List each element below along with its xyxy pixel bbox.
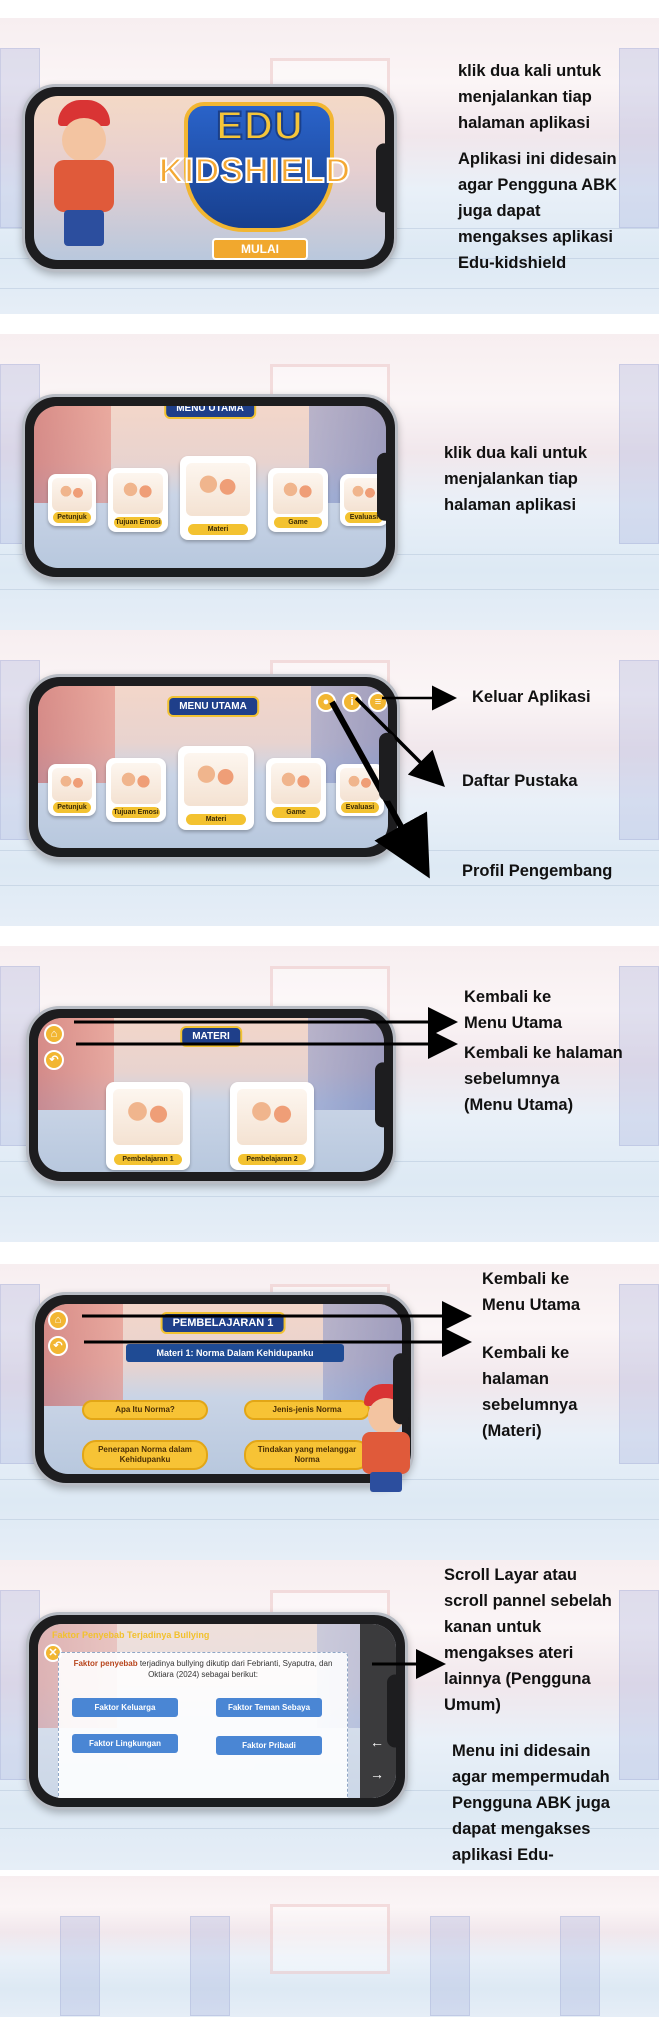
instruction-note: klik dua kali untuk menjalankan tiap hal…: [444, 444, 588, 514]
forward-arrow-icon[interactable]: →: [370, 1766, 384, 1782]
menu-screen: MENU UTAMA Petunjuk Tujuan Emosi Materi …: [34, 406, 386, 568]
phone-frame: ⌂ ↶ MATERI Pembelajaran 1 Pembelajaran 2: [26, 1006, 396, 1184]
button-jenis-norma[interactable]: Jenis-jenis Norma: [244, 1400, 370, 1420]
instruction-note: klik dua kali untuk menjalankan tiap hal…: [458, 62, 602, 132]
home-button[interactable]: ⌂: [44, 1024, 64, 1044]
card-tujuan-emosi[interactable]: Tujuan Emosi: [108, 468, 168, 532]
card-evaluasi[interactable]: Evaluasi: [336, 764, 384, 816]
label-home: Kembali ke Menu Utama: [482, 1270, 581, 1314]
faktor-header: Faktor Penyebab Terjadinya Bullying: [52, 1630, 210, 1640]
card-pembelajaran-2[interactable]: Pembelajaran 2: [230, 1082, 314, 1170]
label-bibliography: Daftar Pustaka: [462, 772, 578, 790]
hallway-background: [0, 1876, 659, 2017]
faktor-intro: Faktor penyebab terjadinya bullying diku…: [73, 1659, 333, 1679]
button-penerapan-norma[interactable]: Penerapan Norma dalam Kehidupanku: [82, 1440, 208, 1470]
label-back: Kembali ke halaman sebelumnya (Materi): [482, 1344, 578, 1440]
card-petunjuk[interactable]: Petunjuk: [48, 474, 96, 526]
panel-bottom-background: [0, 1876, 659, 2017]
card-petunjuk[interactable]: Petunjuk: [48, 764, 96, 816]
back-button[interactable]: ↶: [44, 1050, 64, 1070]
phone-frame: MENU UTAMA ● i ≡ Petunjuk Tujuan Emosi M…: [26, 674, 400, 860]
pembelajaran-screen: ⌂ ↶ PEMBELAJARAN 1 Materi 1: Norma Dalam…: [44, 1304, 402, 1474]
back-button[interactable]: ↶: [48, 1336, 68, 1356]
materi-screen: ⌂ ↶ MATERI Pembelajaran 1 Pembelajaran 2: [38, 1018, 384, 1172]
panel-splash: EDU KIDSHIELD MULAI klik dua kali untuk …: [0, 18, 659, 314]
scroll-note: Scroll Layar atau scroll pannel sebelah …: [444, 1566, 612, 1714]
exit-button[interactable]: ≡: [368, 692, 388, 712]
phone-frame: MENU UTAMA Petunjuk Tujuan Emosi Materi …: [22, 394, 398, 580]
card-tujuan-emosi[interactable]: Tujuan Emosi: [106, 758, 166, 822]
content-panel: [58, 1652, 348, 1798]
phone-frame: ⌂ ↶ PEMBELAJARAN 1 Materi 1: Norma Dalam…: [32, 1292, 414, 1486]
button-faktor-keluarga[interactable]: Faktor Keluarga: [72, 1698, 178, 1717]
card-game[interactable]: Game: [266, 758, 326, 822]
phone-frame: Faktor Penyebab Terjadinya Bullying ✕ Fa…: [26, 1612, 408, 1810]
materi-banner: MATERI: [180, 1026, 242, 1047]
label-back: Kembali ke halaman sebelumnya (Menu Utam…: [464, 1044, 623, 1114]
profile-button[interactable]: ●: [316, 692, 336, 712]
panel-pembelajaran: ⌂ ↶ PEMBELAJARAN 1 Materi 1: Norma Dalam…: [0, 1264, 659, 1560]
card-pembelajaran-1[interactable]: Pembelajaran 1: [106, 1082, 190, 1170]
info-button[interactable]: i: [342, 692, 362, 712]
panel-menu-scroll: MENU UTAMA Petunjuk Tujuan Emosi Materi …: [0, 334, 659, 630]
phone-frame: EDU KIDSHIELD MULAI: [22, 84, 397, 272]
button-tindakan-melanggar[interactable]: Tindakan yang melanggar Norma: [244, 1440, 370, 1470]
menu-banner: MENU UTAMA: [164, 406, 256, 419]
abk-note: Menu ini didesain agar mempermudah Pengg…: [452, 1742, 610, 1864]
label-home: Kembali ke Menu Utama: [464, 988, 563, 1032]
home-button[interactable]: ⌂: [48, 1310, 68, 1330]
card-materi[interactable]: Materi: [180, 456, 256, 540]
character-boy: [48, 100, 120, 250]
splash-screen: EDU KIDSHIELD MULAI: [34, 96, 385, 260]
menu-banner: MENU UTAMA: [167, 696, 259, 717]
card-materi[interactable]: Materi: [178, 746, 254, 830]
back-arrow-icon[interactable]: ←: [370, 1734, 384, 1750]
menu-screen: MENU UTAMA ● i ≡ Petunjuk Tujuan Emosi M…: [38, 686, 388, 848]
button-faktor-lingkungan[interactable]: Faktor Lingkungan: [72, 1734, 178, 1753]
button-apa-itu-norma[interactable]: Apa Itu Norma?: [82, 1400, 208, 1420]
logo-shield: [184, 102, 334, 232]
button-faktor-pribadi[interactable]: Faktor Pribadi: [216, 1736, 322, 1755]
pembelajaran-banner: PEMBELAJARAN 1: [160, 1312, 286, 1334]
panel-menu-main: MENU UTAMA ● i ≡ Petunjuk Tujuan Emosi M…: [0, 630, 659, 926]
lesson-subtitle: Materi 1: Norma Dalam Kehidupanku: [126, 1344, 344, 1362]
card-game[interactable]: Game: [268, 468, 328, 532]
logo-edu: EDU: [215, 103, 304, 149]
label-exit: Keluar Aplikasi: [472, 688, 591, 706]
faktor-screen: Faktor Penyebab Terjadinya Bullying ✕ Fa…: [38, 1624, 396, 1798]
logo-kidshield: KIDSHIELD: [158, 151, 352, 191]
label-profile: Profil Pengembang: [462, 862, 613, 880]
abk-note: Aplikasi ini didesain agar Pengguna ABK …: [458, 150, 617, 272]
panel-faktor: Faktor Penyebab Terjadinya Bullying ✕ Fa…: [0, 1560, 659, 1870]
button-faktor-teman-sebaya[interactable]: Faktor Teman Sebaya: [216, 1698, 322, 1717]
panel-materi: ⌂ ↶ MATERI Pembelajaran 1 Pembelajaran 2…: [0, 946, 659, 1242]
start-button[interactable]: MULAI: [212, 238, 308, 260]
